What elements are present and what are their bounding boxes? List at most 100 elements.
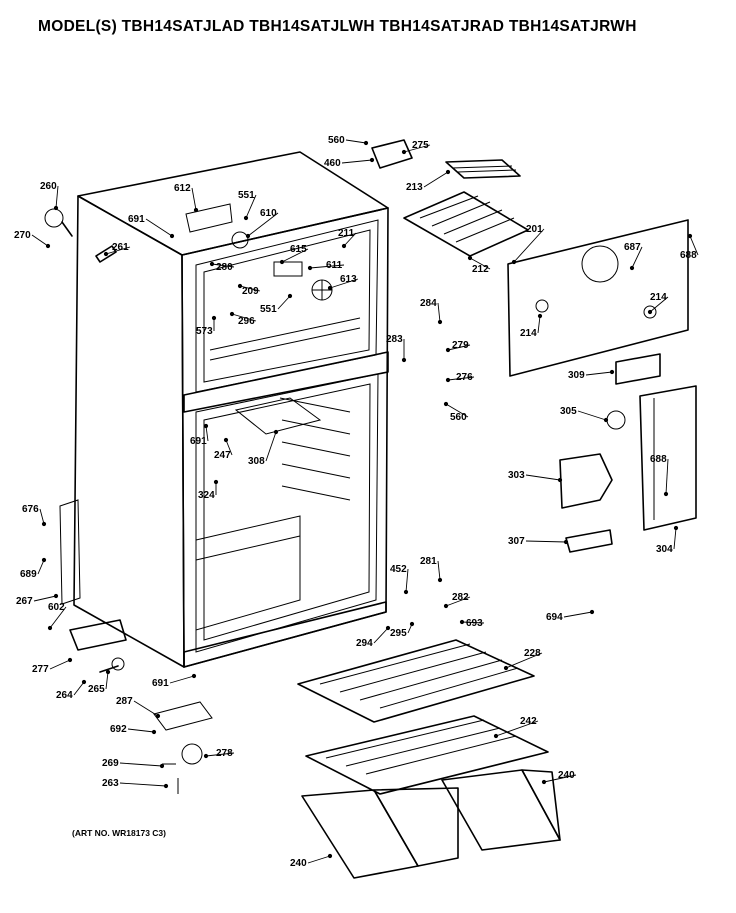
rear-cover-panel: [507, 219, 689, 377]
callout-anchor-613: [327, 285, 333, 291]
callout-anchor-689: [41, 557, 47, 563]
callout-label-612: 612: [174, 183, 191, 194]
callout-leader-263: [119, 782, 167, 787]
callout-label-324: 324: [198, 490, 215, 501]
callout-label-275: 275: [412, 140, 429, 151]
callout-anchor-261: [103, 251, 109, 257]
callout-label-276: 276: [456, 372, 473, 383]
callout-leader-612: [191, 187, 197, 211]
callout-leader-676: [39, 508, 45, 525]
callout-label-689: 689: [20, 569, 37, 580]
callout-leader-613: [329, 278, 359, 289]
callout-anchor-214b: [537, 313, 543, 319]
callout-anchor-560b: [443, 401, 449, 407]
callout-leader-611: [309, 264, 345, 269]
callout-leader-240b: [307, 855, 331, 864]
callout-anchor-303: [557, 477, 563, 483]
callout-anchor-305: [603, 417, 609, 423]
callout-anchor-573: [211, 315, 217, 321]
callout-anchor-304: [673, 525, 679, 531]
callout-anchor-615: [279, 259, 285, 265]
callout-label-278: 278: [216, 748, 233, 759]
callout-leader-693: [461, 621, 485, 624]
callout-anchor-209: [237, 283, 243, 289]
callout-anchor-263: [163, 783, 169, 789]
callout-label-287: 287: [116, 696, 133, 707]
callout-label-267: 267: [16, 596, 33, 607]
callout-label-240a: 240: [558, 770, 575, 781]
callout-anchor-560a: [363, 140, 369, 146]
callout-anchor-240b: [327, 853, 333, 859]
callout-leader-279: [447, 344, 471, 351]
callout-label-296: 296: [238, 316, 255, 327]
callout-anchor-602: [47, 625, 53, 631]
callout-label-452: 452: [390, 564, 407, 575]
callout-leader-284: [437, 302, 441, 323]
callout-leader-687: [631, 246, 643, 269]
callout-leader-309: [585, 371, 613, 376]
callout-anchor-212: [467, 255, 473, 261]
callout-leader-264: [73, 681, 85, 696]
callout-label-573: 573: [196, 326, 213, 337]
callout-leader-270: [31, 234, 49, 247]
callout-label-303: 303: [508, 470, 525, 481]
callout-label-260: 260: [40, 181, 57, 192]
callout-leader-560b: [445, 403, 469, 418]
callout-anchor-277: [67, 657, 73, 663]
callout-anchor-284: [437, 319, 443, 325]
callout-label-240b: 240: [290, 858, 307, 869]
callout-anchor-688a: [687, 233, 693, 239]
callout-label-691c: 691: [152, 678, 169, 689]
callout-label-242: 242: [520, 716, 537, 727]
callout-anchor-260: [53, 205, 59, 211]
callout-leader-211: [343, 232, 357, 247]
callout-anchor-276: [445, 377, 451, 383]
callout-label-282: 282: [452, 592, 469, 603]
callout-leader-228: [505, 652, 543, 669]
callout-leader-692: [127, 728, 155, 733]
callout-leader-213: [423, 171, 449, 188]
callout-anchor-242: [493, 733, 499, 739]
callout-leader-691a: [145, 218, 173, 237]
callout-anchor-214a: [647, 309, 653, 315]
callout-anchor-693: [459, 619, 465, 625]
callout-label-214a: 214: [650, 292, 667, 303]
callout-anchor-309: [609, 369, 615, 375]
callout-label-693: 693: [466, 618, 483, 629]
callout-label-305: 305: [560, 406, 577, 417]
callout-leader-277: [49, 659, 71, 670]
callout-anchor-270: [45, 243, 51, 249]
callout-anchor-275: [401, 149, 407, 155]
callout-anchor-687: [629, 265, 635, 271]
callout-label-281: 281: [420, 556, 437, 567]
callout-label-611: 611: [326, 260, 343, 271]
callout-anchor-460: [369, 157, 375, 163]
callout-leader-615: [281, 248, 309, 263]
callout-leader-694: [563, 611, 593, 618]
callout-anchor-279: [445, 347, 451, 353]
callout-label-688a: 688: [680, 250, 697, 261]
callout-label-280: 280: [216, 262, 233, 273]
callout-label-688b: 688: [650, 454, 667, 465]
callout-leader-214a: [649, 296, 669, 313]
callout-label-283: 283: [386, 334, 403, 345]
callout-leader-240a: [543, 774, 577, 783]
fan-motor-assembly: [185, 203, 333, 301]
callout-leader-560a: [345, 139, 367, 144]
callout-label-309: 309: [568, 370, 585, 381]
callout-anchor-287: [155, 713, 161, 719]
callout-label-613: 613: [340, 274, 357, 285]
callout-label-294: 294: [356, 638, 373, 649]
callout-label-228: 228: [524, 648, 541, 659]
callout-anchor-283: [401, 357, 407, 363]
callout-leader-689: [37, 559, 45, 575]
callout-label-307: 307: [508, 536, 525, 547]
callout-leader-281: [437, 560, 441, 581]
callout-leader-691c: [169, 675, 195, 684]
callout-anchor-213: [445, 169, 451, 175]
callout-label-691b: 691: [190, 436, 207, 447]
callout-anchor-610: [245, 233, 251, 239]
callout-leader-212: [469, 257, 491, 270]
